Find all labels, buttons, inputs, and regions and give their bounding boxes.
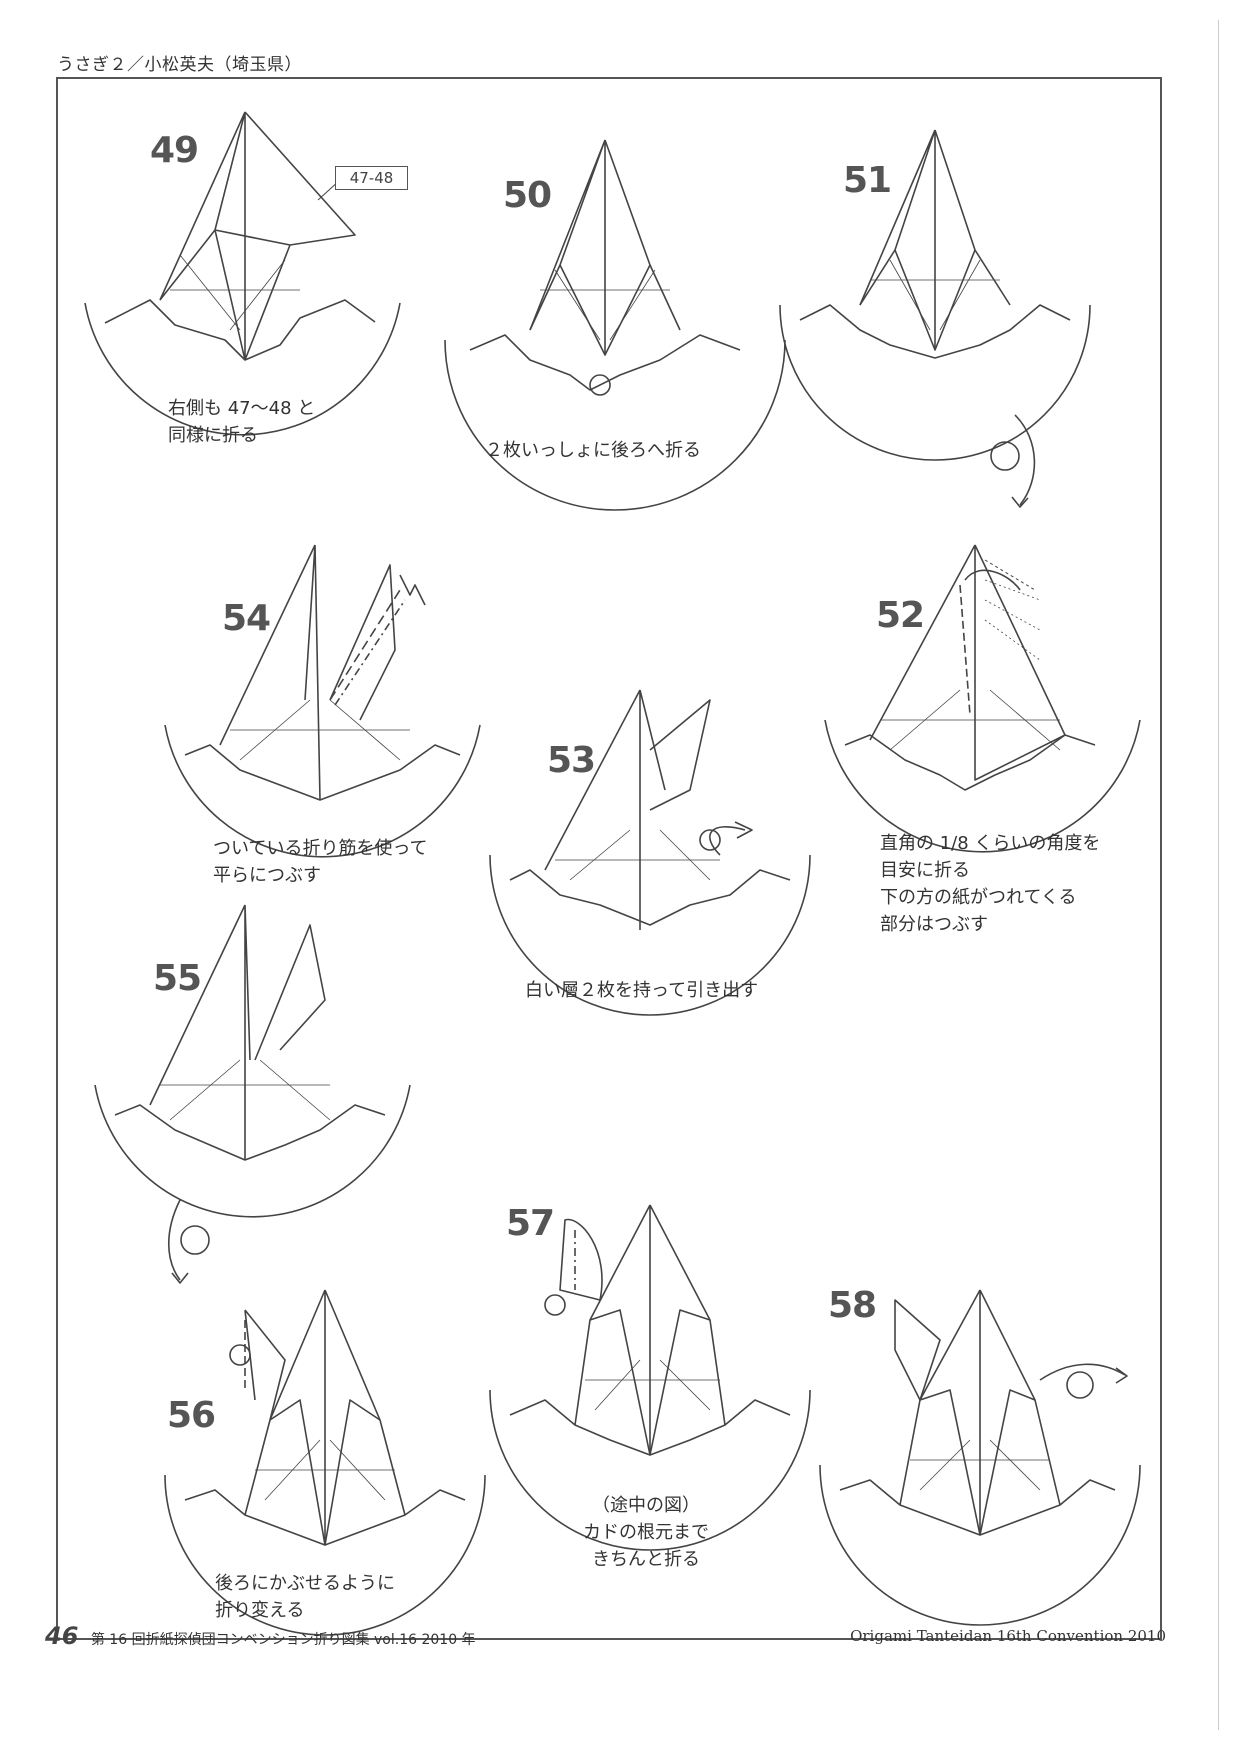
page-footer-left: 46 第 16 回折紙探偵団コンベンション折り図集 vol.16 2010 年 [45, 1622, 476, 1650]
page-footer-right: Origami Tanteidan 16th Convention 2010 [850, 1627, 1166, 1645]
page-number: 46 [45, 1622, 79, 1650]
step-52-figure [824, 544, 1141, 853]
arrow-55-56 [167, 1199, 210, 1284]
step-49-caption: 右側も 47〜48 と 同様に折る [168, 398, 316, 446]
page-header: うさぎ２／小松英夫（埼玉県） [57, 55, 302, 75]
step-number-51: 51 [843, 160, 892, 201]
step-52-caption: 直角の 1/8 くらいの角度を 目安に折る 下の方の紙がつれてくる 部分はつぶす [880, 833, 1101, 935]
arrow-51-52 [990, 414, 1036, 508]
step-56-caption: 後ろにかぶせるように 折り変える [215, 1573, 395, 1621]
step-55-figure [94, 904, 411, 1218]
step-number-53: 53 [547, 740, 596, 781]
step-51-figure [779, 129, 1091, 461]
step-49-reference-label: 47-48 [335, 166, 408, 190]
step-50-caption: ２枚いっしょに後ろへ折る [485, 440, 701, 461]
step-53-caption: 白い層２枚を持って引き出す [525, 980, 759, 1001]
step-57-figure [489, 1204, 811, 1551]
step-number-58: 58 [828, 1285, 877, 1326]
page-edge-line [1218, 20, 1219, 1730]
step-58-figure [819, 1289, 1141, 1626]
step-49-figure [84, 111, 401, 436]
step-number-50: 50 [503, 175, 552, 216]
step-56-figure [164, 1289, 486, 1636]
step-number-55: 55 [153, 958, 202, 999]
publication-title: 第 16 回折紙探偵団コンベンション折り図集 vol.16 2010 年 [90, 1632, 476, 1648]
diagram-frame [56, 77, 1162, 1640]
step-54-caption: ついている折り筋を使って 平らにつぶす [213, 838, 428, 886]
step-number-52: 52 [876, 595, 925, 636]
step-number-49: 49 [150, 130, 199, 171]
step-53-figure [489, 689, 811, 1016]
step-number-57: 57 [506, 1203, 555, 1244]
step-54-figure [164, 544, 481, 858]
step-50-figure [444, 139, 786, 511]
step-number-56: 56 [167, 1395, 216, 1436]
step-57-caption: （途中の図） カドの根元まで きちんと折る [583, 1495, 709, 1570]
step-number-54: 54 [222, 598, 271, 639]
